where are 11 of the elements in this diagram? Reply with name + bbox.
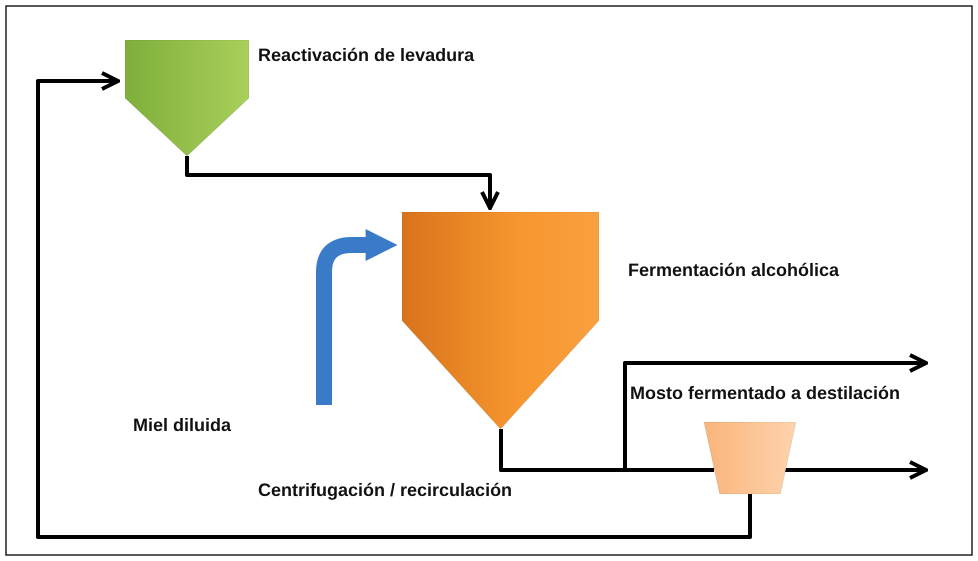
centrifuge-shape xyxy=(704,422,796,494)
tank-shape xyxy=(125,40,249,156)
node-label: Fermentación alcohólica xyxy=(628,260,840,281)
arrow xyxy=(185,156,500,210)
node-label: Reactivación de levadura xyxy=(258,45,474,66)
arrow xyxy=(36,71,752,539)
tank-shape xyxy=(402,212,599,429)
flow-label: Miel diluida xyxy=(133,415,232,436)
flow-label: Centrifugación / recirculación xyxy=(258,480,512,501)
arrow xyxy=(785,460,928,480)
pipe-arrow xyxy=(316,229,398,405)
